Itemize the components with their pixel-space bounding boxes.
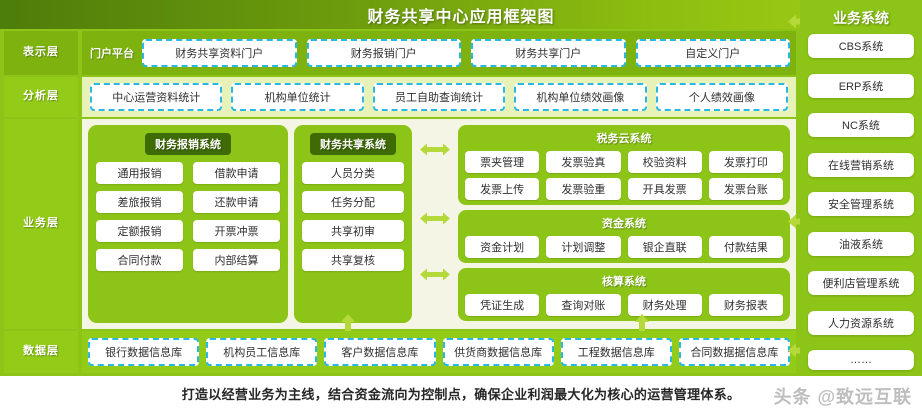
sidebar-item-more[interactable]: …… [808, 350, 914, 370]
layer-label-business: 业务层 [4, 119, 78, 329]
panel-tax-cloud-system: 税务云系统 票夹管理 发票验真 校验资料 发票打印 发票上传 发票验重 开具发票… [458, 125, 790, 205]
module-chip[interactable]: 发票上传 [465, 178, 540, 200]
business-layer: 财务报销系统 通用报销 借款申请 差旅报销 还款申请 定额报销 开票冲票 合同付… [82, 119, 796, 329]
business-systems-sidebar: 业务系统 CBS系统 ERP系统 NC系统 在线营销系统 安全管理系统 油液系统… [800, 0, 922, 376]
module-chip[interactable]: 付款结果 [708, 236, 783, 258]
module-chip[interactable]: 还款申请 [193, 191, 280, 213]
data-store-item[interactable]: 机构员工信息库 [206, 338, 318, 366]
layer-label-data: 数据层 [4, 331, 78, 373]
data-store-item[interactable]: 工程数据信息库 [560, 338, 672, 366]
module-chip[interactable]: 查询对账 [546, 294, 621, 316]
layer-label-analysis: 分析层 [4, 77, 78, 117]
module-chip[interactable]: 开具发票 [627, 178, 702, 200]
layer-label-presentation: 表示层 [4, 31, 78, 75]
portal-item[interactable]: 财务共享门户 [471, 39, 626, 67]
data-store-item[interactable]: 银行数据信息库 [88, 338, 200, 366]
diagram-board: 表示层 分析层 业务层 数据层 门户平台 财务共享资料门户 财务报销门户 财务共… [0, 29, 800, 376]
analysis-layer: 中心运营资料统计 机构单位统计 员工自助查询统计 机构单位绩效画像 个人绩效画像 [82, 77, 796, 117]
diagram-caption: 打造以经营业务为主线，结合资金流向为控制点，确保企业利润最大化为核心的运营管理体… [181, 387, 741, 402]
accounting-module-grid: 凭证生成 查询对账 财务处理 财务报表 [465, 294, 783, 316]
panel-title-reimbursement: 财务报销系统 [145, 133, 231, 155]
data-store-item[interactable]: 客户数据信息库 [324, 338, 436, 366]
sidebar-item-erp[interactable]: ERP系统 [808, 73, 914, 98]
module-chip[interactable]: 任务分配 [302, 191, 404, 213]
module-chip[interactable]: 共享复核 [302, 249, 404, 271]
analysis-item[interactable]: 员工自助查询统计 [372, 83, 506, 111]
sidebar-item-nc[interactable]: NC系统 [808, 113, 914, 137]
module-chip[interactable]: 通用报销 [96, 162, 183, 184]
connector-gutter [418, 125, 452, 323]
diagram-title-bar: 财务共享中心应用框架图 [0, 0, 922, 29]
up-arrow-icon [634, 314, 650, 332]
module-chip[interactable]: 银企直联 [627, 236, 702, 258]
sidebar-item-oil-liquid[interactable]: 油液系统 [808, 231, 914, 256]
analysis-item[interactable]: 机构单位绩效画像 [514, 83, 647, 111]
data-store-item[interactable]: 合同数据据信息库 [678, 338, 791, 366]
module-chip[interactable]: 资金计划 [465, 236, 540, 258]
fund-module-grid: 资金计划 计划调整 银企直联 付款结果 [465, 236, 783, 258]
module-chip[interactable]: 票夹管理 [465, 151, 540, 173]
right-subsystem-stack: 税务云系统 票夹管理 发票验真 校验资料 发票打印 发票上传 发票验重 开具发票… [458, 125, 790, 323]
data-layer: 银行数据信息库 机构员工信息库 客户数据信息库 供货商数据信息库 工程数据信息库… [82, 331, 796, 373]
module-chip[interactable]: 人员分类 [302, 162, 404, 184]
panel-shared-service-system: 财务共享系统 人员分类 任务分配 共享初审 共享复核 [294, 125, 412, 323]
portal-item[interactable]: 财务共享资料门户 [142, 39, 297, 67]
sidebar-system-list: CBS系统 ERP系统 NC系统 在线营销系统 安全管理系统 油液系统 便利店管… [808, 30, 914, 372]
sidebar-item-convenience-store[interactable]: 便利店管理系统 [808, 271, 914, 295]
double-arrow-icon [420, 143, 450, 156]
portal-item[interactable]: 自定义门户 [635, 39, 790, 67]
shared-service-module-list: 人员分类 任务分配 共享初审 共享复核 [302, 162, 404, 271]
sidebar-title-label: 业务系统 [833, 10, 889, 26]
panel-title-fund: 资金系统 [602, 218, 646, 230]
module-chip[interactable]: 财务报表 [708, 294, 783, 316]
panel-fund-system: 资金系统 资金计划 计划调整 银企直联 付款结果 [458, 210, 790, 263]
sidebar-item-online-marketing[interactable]: 在线营销系统 [808, 152, 914, 177]
analysis-item[interactable]: 中心运营资料统计 [90, 83, 223, 111]
portal-item[interactable]: 财务报销门户 [306, 39, 461, 67]
panel-reimbursement-system: 财务报销系统 通用报销 借款申请 差旅报销 还款申请 定额报销 开票冲票 合同付… [88, 125, 288, 323]
module-chip[interactable]: 借款申请 [193, 162, 280, 184]
sidebar-title: 业务系统 [808, 6, 914, 30]
sidebar-item-hr[interactable]: 人力资源系统 [808, 310, 914, 335]
double-arrow-icon [420, 268, 450, 281]
panel-title-shared-service: 财务共享系统 [310, 133, 396, 155]
module-chip[interactable]: 内部结算 [193, 249, 280, 271]
page-title: 财务共享中心应用框架图 [367, 8, 555, 26]
analysis-item[interactable]: 机构单位统计 [231, 83, 364, 111]
module-chip[interactable]: 凭证生成 [465, 294, 540, 316]
module-chip[interactable]: 发票验重 [546, 178, 621, 200]
module-chip[interactable]: 差旅报销 [96, 191, 183, 213]
portal-list: 财务共享资料门户 财务报销门户 财务共享门户 自定义门户 [142, 39, 796, 67]
panel-title-accounting: 核算系统 [602, 276, 646, 288]
panel-accounting-system: 核算系统 凭证生成 查询对账 财务处理 财务报表 [458, 268, 790, 321]
presentation-layer: 门户平台 财务共享资料门户 财务报销门户 财务共享门户 自定义门户 [82, 31, 796, 75]
data-store-item[interactable]: 供货商数据信息库 [442, 338, 554, 366]
module-chip[interactable]: 合同付款 [96, 249, 183, 271]
panel-title-tax-cloud: 税务云系统 [596, 133, 652, 145]
module-chip[interactable]: 发票验真 [546, 151, 621, 173]
analysis-item[interactable]: 个人绩效画像 [655, 83, 789, 111]
module-chip[interactable]: 定额报销 [96, 220, 183, 242]
module-chip[interactable]: 计划调整 [546, 236, 621, 258]
reimbursement-module-grid: 通用报销 借款申请 差旅报销 还款申请 定额报销 开票冲票 合同付款 内部结算 [96, 162, 280, 271]
sidebar-item-security-management[interactable]: 安全管理系统 [808, 192, 914, 216]
sidebar-item-cbs[interactable]: CBS系统 [808, 34, 914, 58]
portal-platform-label: 门户平台 [90, 48, 134, 60]
module-chip[interactable]: 发票台账 [708, 178, 783, 200]
module-chip[interactable]: 发票打印 [708, 151, 783, 173]
double-arrow-icon [420, 212, 450, 225]
module-chip[interactable]: 校验资料 [627, 151, 702, 173]
up-arrow-icon [340, 314, 356, 332]
module-chip[interactable]: 共享初审 [302, 220, 404, 242]
module-chip[interactable]: 开票冲票 [193, 220, 280, 242]
tax-module-grid: 票夹管理 发票验真 校验资料 发票打印 发票上传 发票验重 开具发票 发票台账 [465, 151, 783, 200]
module-chip[interactable]: 财务处理 [627, 294, 702, 316]
